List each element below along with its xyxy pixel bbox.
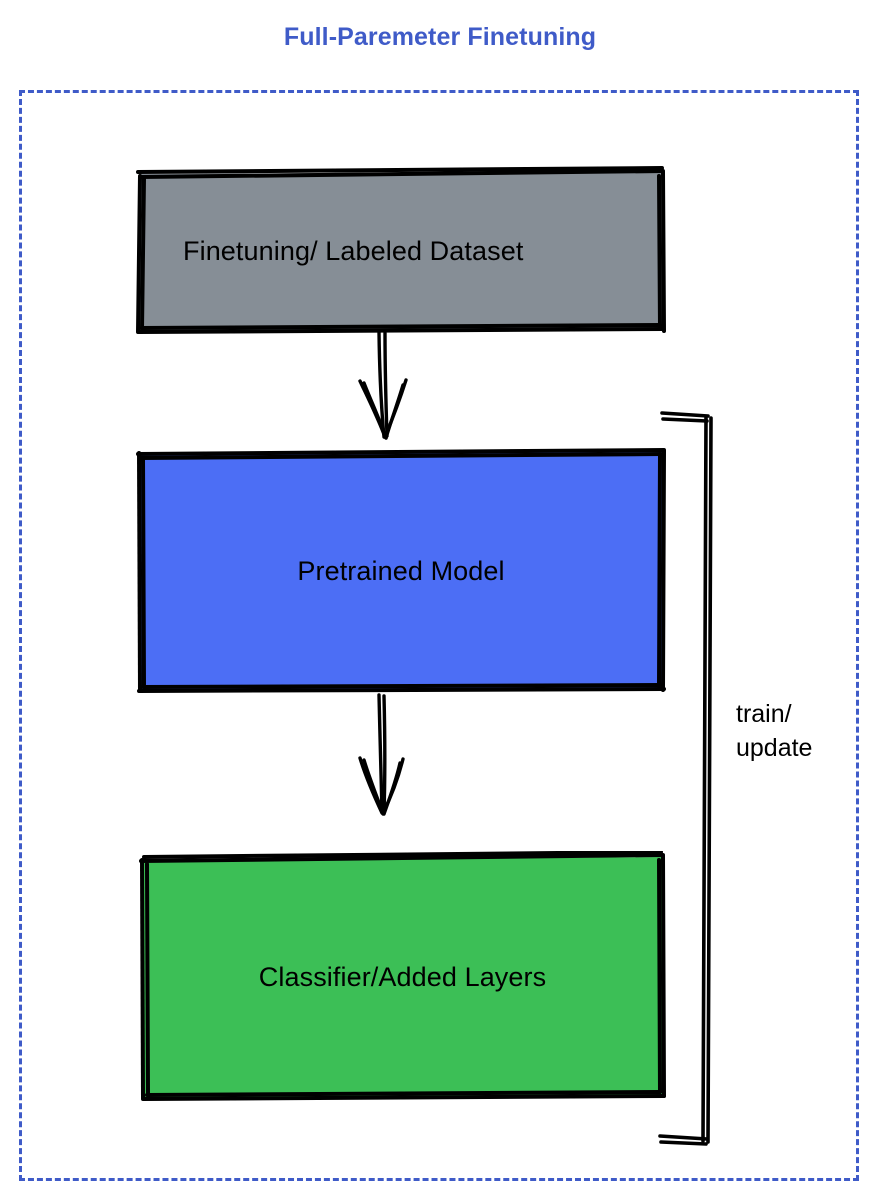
node-finetuning-labeled-dataset[interactable]: Finetuning/ Labeled Dataset (136, 166, 666, 334)
feedback-label-line-2: update (736, 734, 813, 762)
dataset-box-fill (139, 171, 664, 332)
page-title: Full-Paremeter Finetuning (283, 23, 597, 51)
classifier-box-fill (143, 857, 663, 1099)
dashed-boundary-frame (19, 90, 859, 1181)
dataset-label: Finetuning/ Labeled Dataset (183, 235, 524, 266)
pretrained-label: Pretrained Model (297, 555, 505, 586)
feedback-label-train-update: train/ update (736, 697, 856, 765)
classifier-label: Classifier/Added Layers (258, 961, 547, 992)
node-classifier-added-layers[interactable]: Classifier/Added Layers (139, 851, 666, 1101)
feedback-label-line-1: train/ (736, 700, 792, 728)
node-pretrained-model[interactable]: Pretrained Model (136, 448, 666, 693)
pretrained-box-fill (140, 452, 664, 691)
